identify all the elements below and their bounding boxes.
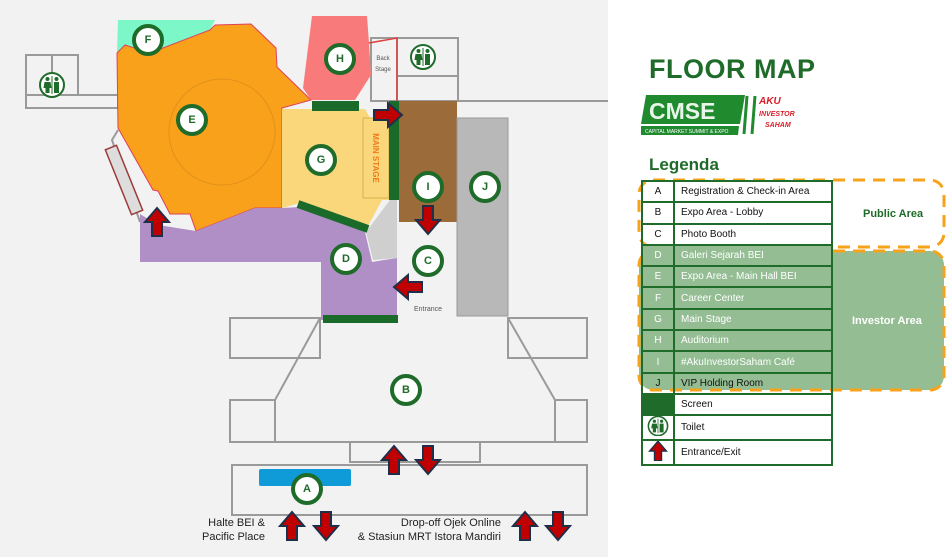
- legend-label: Expo Area - Main Hall BEI: [673, 265, 833, 289]
- toilet-icon: [410, 44, 436, 70]
- corridor: [366, 200, 397, 260]
- legend-label: Galeri Sejarah BEI: [673, 243, 833, 268]
- legend-label: Main Stage: [673, 307, 833, 332]
- zone-i-cafe[interactable]: [399, 101, 457, 222]
- back-stage-label: Back: [376, 56, 390, 62]
- legend-key: J: [641, 371, 675, 395]
- screens: [296, 101, 399, 323]
- exit-arrow-down-icon: [545, 511, 571, 541]
- legend-key: C: [641, 222, 675, 246]
- back-stage-label: Stage: [375, 67, 391, 73]
- legend-title: Legenda: [649, 155, 719, 174]
- svg-text:SAHAM: SAHAM: [765, 122, 791, 129]
- marker-h[interactable]: H: [324, 43, 356, 75]
- legend-key: D: [641, 243, 675, 268]
- legend-label: Registration & Check-in Area: [673, 179, 833, 204]
- legend-label: VIP Holding Room: [673, 371, 833, 395]
- cmse-logo: CMSE CAPITAL MARKET SUMMIT & EXPO AKU IN…: [641, 95, 795, 135]
- caption-halte: Halte BEI &Pacific Place: [202, 517, 265, 543]
- svg-text:E: E: [188, 114, 195, 126]
- svg-text:AKU: AKU: [758, 96, 781, 107]
- entrance-arrow-up-icon: [279, 511, 305, 541]
- legend-key: G: [641, 307, 675, 332]
- page-title: FLOOR MAP: [649, 54, 816, 84]
- marker-e[interactable]: E: [176, 104, 208, 136]
- entrance-arrow-up-icon: [381, 445, 407, 475]
- legend-label: Expo Area - Lobby: [673, 201, 833, 225]
- legend-row: I#AkuInvestorSaham Café: [641, 350, 833, 374]
- zone-d-galeri[interactable]: [140, 207, 397, 320]
- legend-key: A: [641, 179, 675, 204]
- entrance-arrow-left-icon: [393, 274, 423, 300]
- svg-text:G: G: [317, 154, 326, 166]
- toilet-icon: [641, 414, 675, 442]
- screen-swatch: [641, 392, 675, 417]
- legend-label: Auditorium: [673, 329, 833, 353]
- legend-row: Entrance/Exit: [641, 439, 833, 467]
- caption-dropoff: Drop-off Ojek Online& Stasiun MRT Istora…: [357, 517, 501, 543]
- legend-label: Career Center: [673, 286, 833, 310]
- legend-label: Entrance/Exit: [673, 439, 833, 467]
- legend-label: Toilet: [673, 414, 833, 442]
- svg-text:CMSE: CMSE: [649, 98, 715, 124]
- legend-label: #AkuInvestorSaham Café: [673, 350, 833, 374]
- svg-text:C: C: [424, 255, 432, 267]
- toilet-icon: [39, 72, 65, 98]
- svg-text:F: F: [145, 34, 152, 46]
- svg-text:I: I: [426, 181, 429, 193]
- marker-f[interactable]: F: [132, 24, 164, 56]
- svg-text:INVESTOR: INVESTOR: [759, 111, 795, 118]
- legend-label: Screen: [673, 392, 833, 417]
- hash-icon: [742, 95, 757, 135]
- marker-d[interactable]: D: [330, 243, 362, 275]
- legend-key: F: [641, 286, 675, 310]
- legend-key: H: [641, 329, 675, 353]
- exit-arrow-down-icon: [415, 445, 441, 475]
- zone-e-main-hall[interactable]: [116, 23, 312, 232]
- svg-text:B: B: [402, 384, 410, 396]
- legend-label: Photo Booth: [673, 222, 833, 246]
- legend-key: E: [641, 265, 675, 289]
- floor-map: Back Stage MAIN STAGE Entrance F E H G I…: [0, 0, 608, 557]
- marker-j[interactable]: J: [469, 171, 501, 203]
- svg-text:D: D: [342, 253, 350, 265]
- entrance-label: Entrance: [414, 306, 442, 313]
- legend-key: I: [641, 350, 675, 374]
- svg-text:CAPITAL MARKET SUMMIT & EXPO: CAPITAL MARKET SUMMIT & EXPO: [645, 129, 729, 135]
- svg-text:J: J: [482, 181, 488, 193]
- backstage-wall: [368, 37, 398, 101]
- main-stage-label: MAIN STAGE: [371, 133, 380, 183]
- public-area-label: Public Area: [863, 208, 924, 220]
- hall-circle: [168, 78, 276, 186]
- marker-b[interactable]: B: [390, 374, 422, 406]
- marker-c[interactable]: C: [412, 245, 444, 277]
- zone-j-vip-room[interactable]: [456, 117, 509, 317]
- marker-i[interactable]: I: [412, 171, 444, 203]
- legend-row: Toilet: [641, 414, 833, 442]
- marker-a[interactable]: A: [291, 473, 323, 505]
- marker-g[interactable]: G: [305, 144, 337, 176]
- svg-text:H: H: [336, 53, 344, 65]
- arrow-up-icon: [641, 439, 675, 467]
- svg-text:A: A: [303, 483, 311, 495]
- entrance-arrow-up-icon: [512, 511, 538, 541]
- legend-key: B: [641, 201, 675, 225]
- investor-area-label: Investor Area: [852, 315, 922, 327]
- legend-row: Screen: [641, 392, 833, 417]
